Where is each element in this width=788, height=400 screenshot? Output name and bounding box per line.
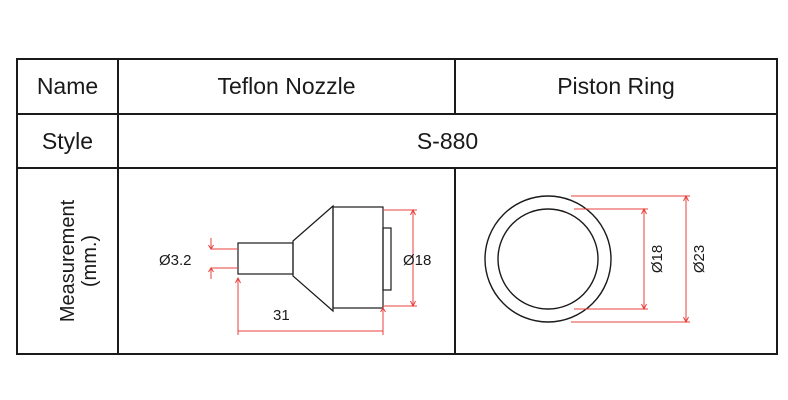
product-2-name: Piston Ring [557,73,675,99]
nozzle-body-diameter: Ø18 [403,252,431,269]
ring-outline [484,195,612,323]
style-row: Style S-880 [16,113,778,169]
nozzle-length: 31 [273,307,290,324]
style-value-cell: S-880 [117,113,778,169]
ring-outer-diameter: Ø23 [691,245,708,273]
nozzle-dimension-lines [208,208,417,335]
nozzle-diagram-cell: Ø3.2 Ø18 31 [117,167,456,355]
name-label: Name [36,73,99,99]
ring-diagram: Ø18 Ø23 [484,194,708,324]
ring-diagram-cell: Ø18 Ø23 [454,167,778,355]
name-label-cell: Name [16,58,119,115]
nozzle-diagram: Ø3.2 Ø18 31 [159,204,431,335]
spec-table: Name Teflon Nozzle Piston Ring Style S-8… [16,58,778,355]
measurement-label-cell: Measurement (mm.) [16,167,119,355]
nozzle-tip-diameter: Ø3.2 [159,252,192,269]
measurement-label-line2: (mm.) [79,234,102,287]
measurement-row: Measurement (mm.) [16,167,778,355]
style-value: S-880 [416,127,479,154]
name-row: Name Teflon Nozzle Piston Ring [16,58,778,115]
product-1-cell: Teflon Nozzle [117,58,456,115]
style-label-cell: Style [16,113,119,169]
product-1-name: Teflon Nozzle [217,73,356,99]
ring-inner-diameter: Ø18 [649,245,666,273]
measurement-label: Measurement (mm.) [57,199,101,321]
measurement-label-line1: Measurement [57,199,80,322]
ring-dimension-lines [571,194,690,324]
nozzle-outline [237,204,392,313]
style-label: Style [41,127,94,154]
product-2-cell: Piston Ring [454,58,778,115]
